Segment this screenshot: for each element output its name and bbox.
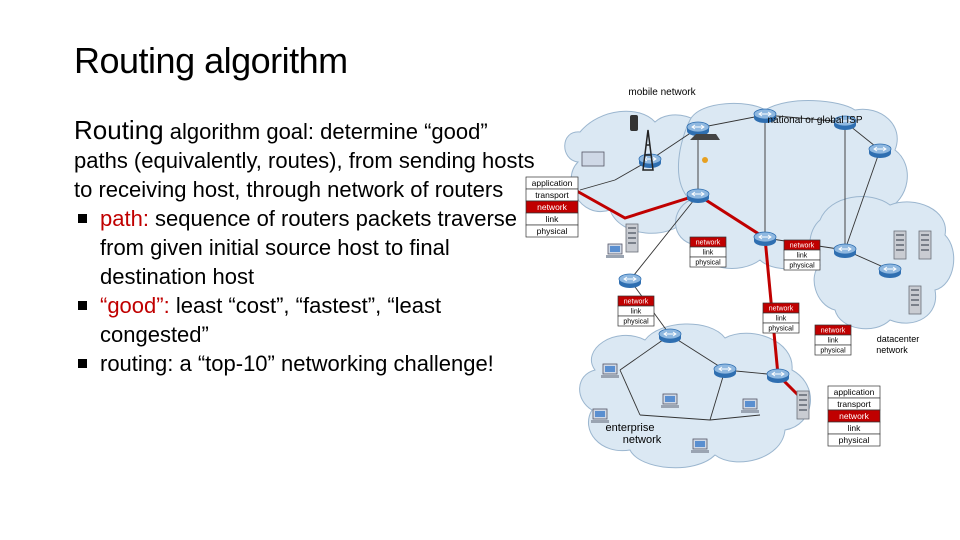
stack-layer-label: physical [623, 319, 649, 326]
mobile-devices [581, 115, 720, 171]
stack-layer-label: link [848, 423, 862, 433]
stack-layer-label: application [532, 178, 573, 188]
stack-layer-box [783, 259, 821, 271]
stack-layer-label: link [828, 338, 839, 345]
stack-layer-label: network [821, 328, 846, 335]
router-stack: network link physical [617, 295, 655, 327]
stack-layer-label: application [834, 387, 875, 397]
bullet-good-key: “good”: [100, 293, 170, 318]
datacenter-label-2: network [876, 345, 908, 355]
stack-layer-label: physical [537, 226, 568, 236]
router-stack: network link physical [783, 239, 821, 271]
bullet-routing: routing: a “top-10” networking challenge… [74, 349, 544, 378]
bullet-path-key: path: [100, 206, 149, 231]
stack-layer-label: network [790, 243, 815, 250]
lead-prefix: Routing [74, 115, 164, 145]
stack-layer-label: physical [820, 348, 846, 355]
bullet-marker [78, 359, 87, 368]
stack-layer-label: link [797, 253, 808, 260]
enterprise-label-1: enterprise [606, 422, 655, 434]
stack-layer-box [762, 322, 800, 334]
bullet-path: path: sequence of routers packets traver… [74, 204, 544, 291]
car-icon [690, 134, 720, 140]
stack-layer-label: transport [535, 190, 569, 200]
stack-layer-label: network [769, 306, 794, 313]
lead-paragraph: Routing algorithm goal: determine “good”… [74, 116, 544, 204]
bullet-routing-text: routing: a “top-10” networking challenge… [100, 351, 494, 376]
mobile-network-label: mobile network [628, 87, 696, 98]
stack-layer-label: link [703, 250, 714, 257]
stack-layer-label: transport [837, 399, 871, 409]
smartphone-icon [630, 115, 638, 131]
bullet-good: “good”: least “cost”, “fastest”, “least … [74, 291, 544, 349]
router-stack: network link physical [762, 302, 800, 334]
bullet-good-text: least “cost”, “fastest”, “least congeste… [100, 293, 442, 347]
traffic-light-icon [702, 157, 708, 163]
router-stack: network link physical [814, 324, 852, 356]
stack-layer-box [617, 315, 655, 327]
stack-layer-box [827, 433, 881, 447]
stack-layer-label: physical [789, 263, 815, 270]
stack-layer-box [689, 256, 727, 268]
stack-layer-box [814, 344, 852, 356]
stack-layer-label: physical [695, 260, 721, 267]
router-stack: network link physical [689, 236, 727, 268]
network-diagram: mobile network national or global ISP en… [525, 87, 955, 469]
slide-title: Routing algorithm [74, 40, 348, 81]
slide-body: Routing algorithm goal: determine “good”… [74, 116, 544, 378]
destination-host-stack: application transport network link physical [827, 385, 881, 447]
source-host-stack: application transport network link physical [525, 176, 579, 238]
enterprise-network-cloud [579, 323, 811, 469]
stack-layer-box [525, 224, 579, 238]
stack-layer-label: physical [839, 435, 870, 445]
laptop-icon [581, 151, 605, 167]
stack-layer-label: physical [768, 326, 794, 333]
stack-layer-label: network [537, 202, 568, 212]
stack-layer-label: link [776, 316, 787, 323]
bullet-marker [78, 214, 87, 223]
cell-tower-icon [642, 129, 654, 171]
bullet-marker [78, 301, 87, 310]
lead-rest: algorithm goal: determine “good” paths (… [74, 119, 535, 202]
stack-layer-label: link [631, 309, 642, 316]
stack-layer-label: network [696, 240, 721, 247]
enterprise-label-2: network [623, 434, 662, 446]
stack-layer-label: network [624, 299, 649, 306]
stack-layer-label: network [839, 411, 870, 421]
datacenter-label-1: datacenter [877, 334, 920, 344]
protocol-stacks: applicationtransportnetworklinkphysicala… [525, 176, 881, 447]
datacenter-network-cloud [809, 196, 955, 330]
isp-label: national or global ISP [767, 115, 862, 126]
stack-layer-label: link [546, 214, 560, 224]
bullet-path-text: sequence of routers packets traverse fro… [100, 206, 518, 289]
